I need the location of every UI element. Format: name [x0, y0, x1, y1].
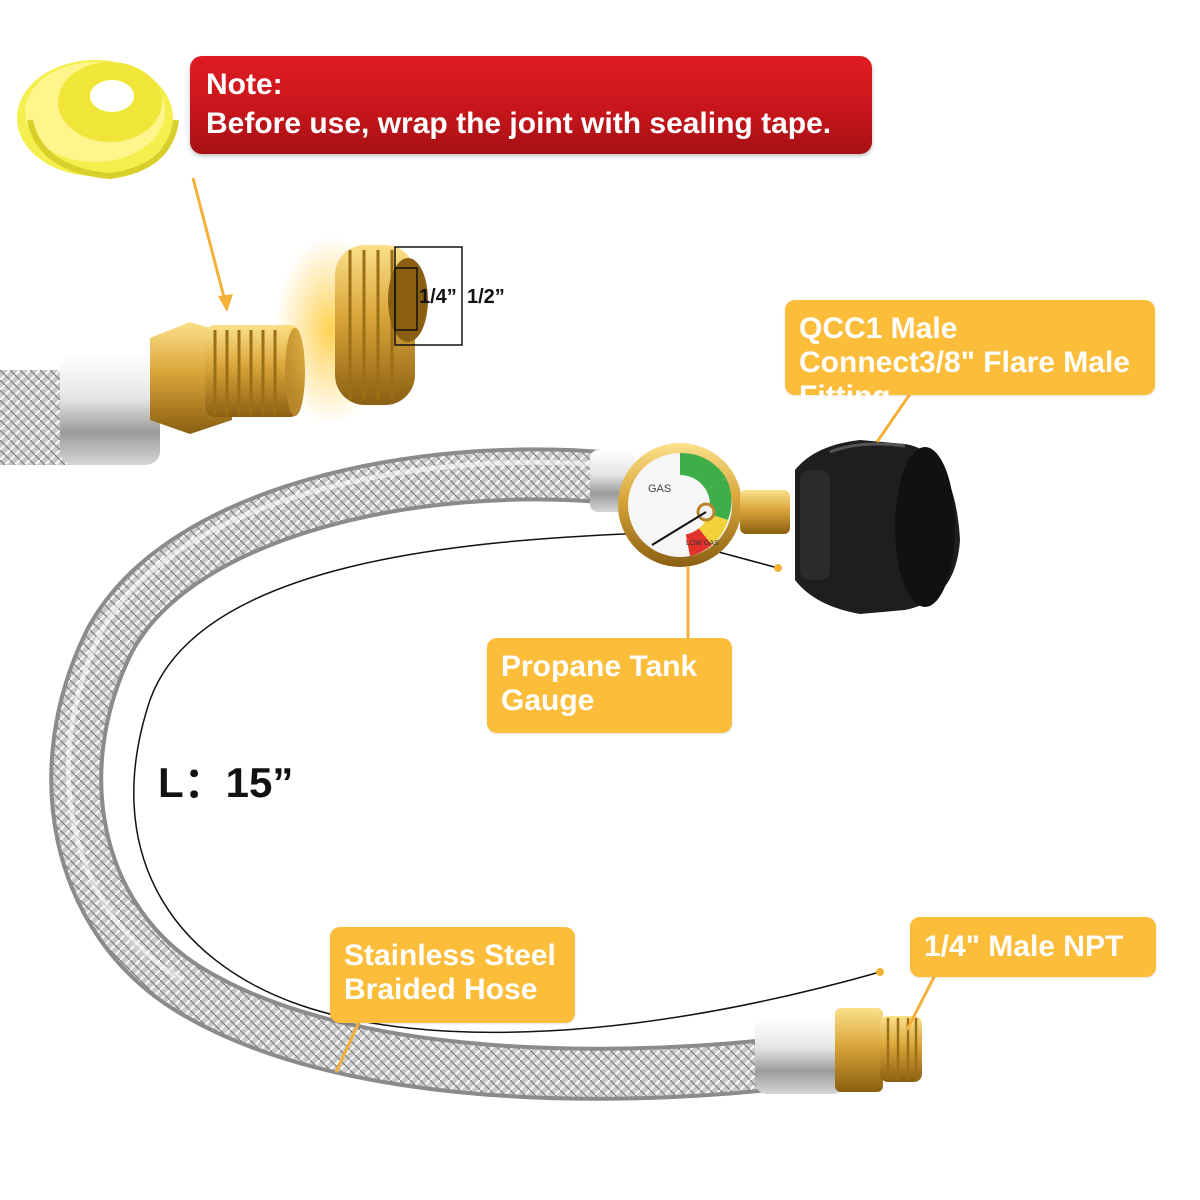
qcc1-connector — [740, 440, 960, 614]
braided-hose — [49, 447, 795, 1101]
thread-dimension-marks — [394, 246, 463, 346]
callout-qcc1-connector: QCC1 Male Connect3/8" Flare Male Fitting — [785, 300, 1155, 413]
propane-gauge: GAS LOW GAS — [618, 443, 742, 567]
tape-pointer-line — [191, 177, 233, 312]
dimension-quarter-inch: 1/4” — [419, 286, 457, 308]
male-npt-end — [755, 1008, 922, 1094]
sealing-tape-roll — [17, 60, 179, 180]
note-title: Note: — [206, 68, 283, 101]
callout-leader-lines — [334, 393, 937, 1073]
hose-length-label: L：15” — [158, 759, 294, 806]
dimension-half-inch: 1/2” — [467, 286, 505, 308]
callout-braided-hose: Stainless Steel Braided Hose — [330, 927, 575, 1023]
sealing-tape-note: Note: Before use, wrap the joint with se… — [190, 56, 872, 154]
gauge-gas-text: GAS — [648, 483, 671, 495]
gauge-low-gas-text: LOW GAS — [686, 540, 719, 547]
hose-joint-closeup — [0, 322, 305, 465]
note-body: Before use, wrap the joint with sealing … — [206, 107, 832, 140]
callout-male-npt: 1/4" Male NPT — [910, 917, 1156, 977]
callout-propane-gauge: Propane Tank Gauge — [487, 638, 732, 733]
